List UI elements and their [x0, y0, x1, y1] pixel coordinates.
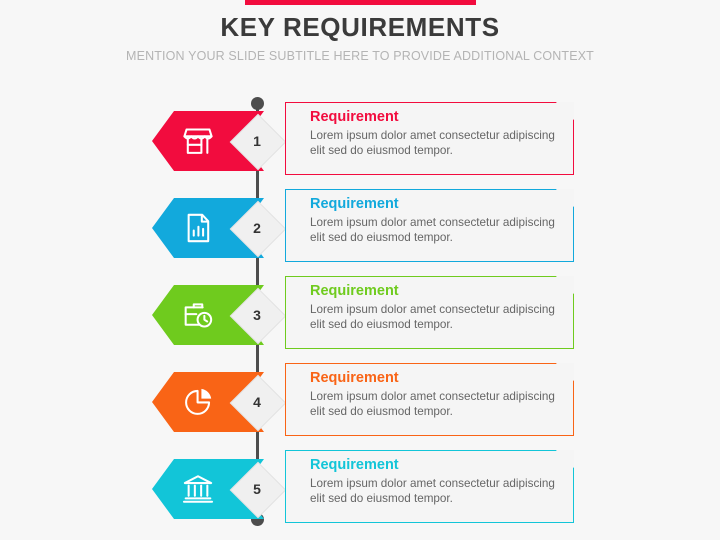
timeline-start-dot	[251, 97, 264, 110]
card-body: Lorem ipsum dolor amet consectetur adipi…	[310, 390, 555, 418]
card-heading: Requirement	[310, 283, 399, 299]
page-subtitle: MENTION YOUR SLIDE SUBTITLE HERE TO PROV…	[126, 49, 594, 63]
card-heading: Requirement	[310, 370, 399, 386]
step-number-1: 1	[253, 133, 261, 149]
requirement-row: 1 Requirement Lorem ipsum dolor amet con…	[0, 102, 720, 180]
card-heading: Requirement	[310, 109, 399, 125]
storefront-icon	[180, 123, 216, 159]
step-number-5: 5	[253, 481, 261, 497]
requirement-card-5[interactable]: Requirement Lorem ipsum dolor amet conse…	[285, 450, 574, 523]
requirement-row: 5 Requirement Lorem ipsum dolor amet con…	[0, 450, 720, 528]
requirement-row: 4 Requirement Lorem ipsum dolor amet con…	[0, 363, 720, 441]
requirement-card-2[interactable]: Requirement Lorem ipsum dolor amet conse…	[285, 189, 574, 262]
card-body: Lorem ipsum dolor amet consectetur adipi…	[310, 477, 555, 505]
step-number-4: 4	[253, 394, 261, 410]
card-heading: Requirement	[310, 457, 399, 473]
step-number-2: 2	[253, 220, 261, 236]
step-number-3: 3	[253, 307, 261, 323]
bank-building-icon	[180, 471, 216, 507]
card-heading: Requirement	[310, 196, 399, 212]
requirement-card-4[interactable]: Requirement Lorem ipsum dolor amet conse…	[285, 363, 574, 436]
requirement-card-3[interactable]: Requirement Lorem ipsum dolor amet conse…	[285, 276, 574, 349]
pie-chart-icon	[180, 384, 216, 420]
requirement-row: 3 Requirement Lorem ipsum dolor amet con…	[0, 276, 720, 354]
briefcase-clock-icon	[180, 297, 216, 333]
title-accent-bar	[245, 0, 476, 5]
card-body: Lorem ipsum dolor amet consectetur adipi…	[310, 303, 555, 331]
requirement-row: 2 Requirement Lorem ipsum dolor amet con…	[0, 189, 720, 267]
requirement-card-1[interactable]: Requirement Lorem ipsum dolor amet conse…	[285, 102, 574, 175]
card-body: Lorem ipsum dolor amet consectetur adipi…	[310, 216, 555, 244]
document-bar-chart-icon	[180, 210, 216, 246]
card-body: Lorem ipsum dolor amet consectetur adipi…	[310, 129, 555, 157]
page-title: KEY REQUIREMENTS	[220, 12, 500, 42]
